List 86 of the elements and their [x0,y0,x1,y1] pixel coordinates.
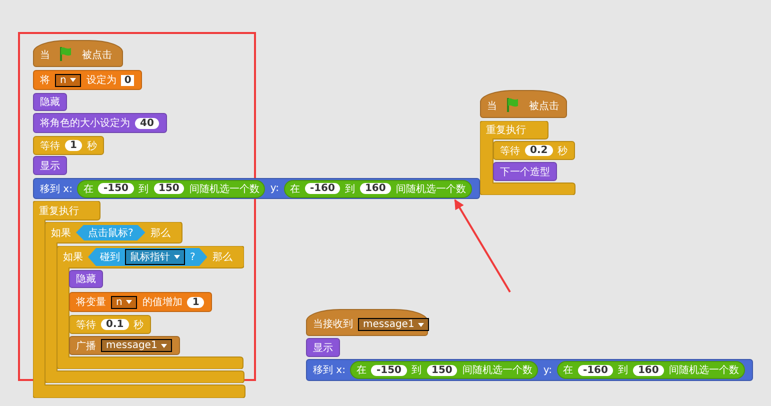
block-label: 那么 [150,226,170,240]
block-label: 间随机选一个数 [668,364,739,377]
block-label: 到 [344,182,355,196]
arrow [454,199,511,293]
block-label: 将 [40,74,50,87]
number-input: -160 [578,364,613,376]
block-label: 在 [356,364,366,377]
dropdown-menu: message1 [101,339,172,352]
number-input: 150 [154,183,184,194]
block-label: 当接收到 [313,318,353,331]
block-label: 在 [83,182,94,196]
block-label: 等待 [76,318,96,332]
dropdown-menu: n [55,74,82,86]
block-label: 秒 [558,144,568,158]
block-label: 被点击 [529,100,559,113]
block-label: 如果 [63,251,83,264]
loop-block [45,222,245,383]
block-label: 秒 [86,140,97,152]
block-label: 将变量 [76,296,106,309]
number-input: 160 [632,364,664,376]
number-input: 0.2 [525,145,553,156]
loop-block [480,121,576,195]
code-block [493,141,575,160]
reporter-block [350,361,538,379]
block-label: 点击鼠标? [88,226,134,240]
code-block [306,338,340,357]
number-input: 1 [65,140,82,151]
block-label: 当 [487,100,497,113]
block-label: 到 [138,182,148,196]
loop-block [33,201,246,398]
block-label: 隐藏 [40,96,60,109]
code-block [493,162,557,181]
block-label: 被点击 [82,48,112,62]
block-label: 设定为 [86,74,116,87]
reporter-block [284,180,472,198]
number-input: -150 [98,183,134,194]
block-label: 间随机选一个数 [189,182,260,196]
dropdown-menu: n [111,296,138,308]
number-input: 40 [135,118,159,128]
reporter-block [556,361,745,379]
hat-block [306,309,428,336]
number-input: 1 [187,296,204,308]
block-label: 广播 [76,340,96,352]
code-block [306,359,753,381]
block-label: 下一个造型 [500,166,550,178]
block-label: 到 [412,364,422,377]
block-label: 间随机选一个数 [396,182,466,196]
block-label: 如果 [51,226,71,240]
code-block [69,292,212,312]
number-input: 0.1 [101,319,129,330]
block-label: 秒 [134,318,144,332]
text-input: 0 [121,74,134,86]
block-label: 当 [40,48,50,62]
reporter-block [77,180,266,198]
block-label: 间随机选一个数 [462,364,532,377]
code-block [69,270,103,288]
loop-block [57,246,244,369]
block-label: 等待 [40,140,60,152]
block-label: 碰到 [100,251,120,264]
block-label: 隐藏 [76,272,96,286]
block-label: 到 [618,364,628,377]
code-block [69,336,180,355]
block-label: 显示 [40,160,60,172]
number-input: -150 [371,364,406,376]
block-label: 在 [290,182,300,196]
number-input: -160 [304,183,340,194]
dropdown-menu: message1 [358,318,430,331]
hat-block [480,90,567,118]
block-label: 的值增加 [142,296,182,309]
code-block [33,178,480,199]
block-label: ? [190,252,196,262]
block-label: 在 [562,364,573,377]
block-label: 那么 [212,251,232,264]
block-label: y: [270,183,279,194]
block-label: 将角色的大小设定为 [40,116,130,130]
block-label: 重复执行 [486,124,526,137]
block-label: 等待 [500,144,520,158]
block-label: 移到 x: [40,182,72,196]
block-label: 移到 x: [313,364,346,377]
block-label: 重复执行 [39,204,79,218]
dropdown-menu: 鼠标指针 [125,249,185,265]
number-input: 160 [360,183,391,194]
number-input: 150 [426,364,458,376]
code-block [69,315,151,334]
block-label: y: [543,364,552,376]
block-label: 显示 [313,342,333,354]
